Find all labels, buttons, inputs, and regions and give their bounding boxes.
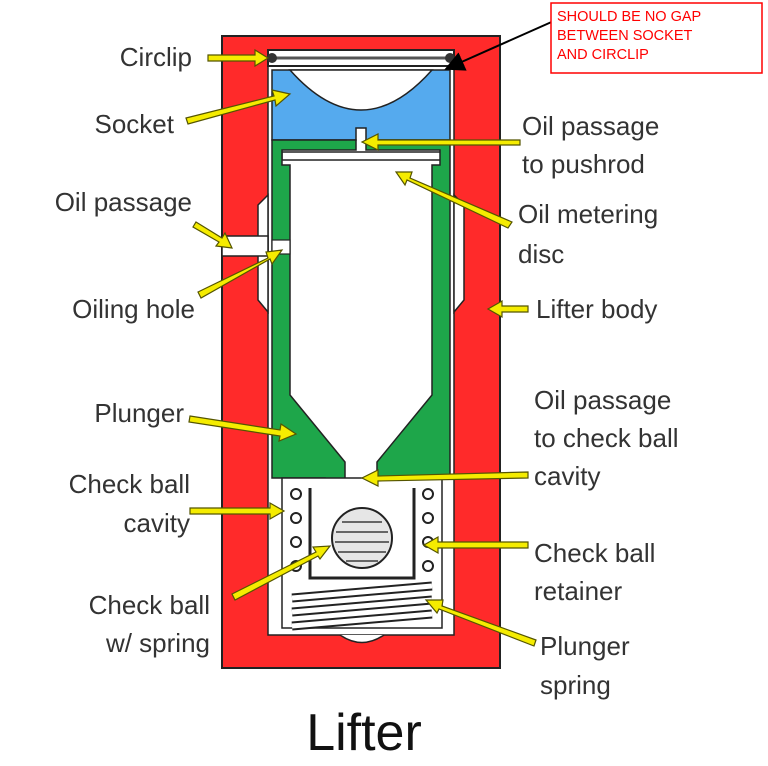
arrow-check-ball-cavity — [189, 501, 286, 521]
arrow-circlip — [207, 48, 270, 68]
arrow-lifter-body — [486, 299, 529, 319]
check-ball-retainer — [308, 488, 416, 580]
label-check-ball-spring-2: w/ spring — [105, 628, 210, 658]
label-plunger: Plunger — [94, 398, 184, 428]
label-oiling-hole: Oiling hole — [72, 294, 195, 324]
label-oil-metering-disc-2: disc — [518, 239, 564, 269]
label-check-ball-retainer-2: retainer — [534, 576, 622, 606]
note-box: SHOULD BE NO GAP BETWEEN SOCKET AND CIRC… — [550, 2, 763, 74]
note-line-2: BETWEEN SOCKET — [557, 28, 692, 44]
pointer-arrows — [185, 48, 537, 647]
label-check-ball-cavity-1: Check ball — [69, 469, 190, 499]
label-oil-passage: Oil passage — [55, 187, 192, 217]
label-oil-passage-check-ball-3: cavity — [534, 461, 600, 491]
arrow-socket — [185, 89, 292, 125]
arrow-oil-pushrod — [360, 133, 521, 151]
check-ball — [331, 507, 393, 569]
note-line-1: SHOULD BE NO GAP — [557, 9, 701, 25]
note-line-3: AND CIRCLIP — [557, 47, 649, 63]
label-check-ball-retainer-1: Check ball — [534, 538, 655, 568]
label-oil-passage-check-ball-2: to check ball — [534, 423, 679, 453]
label-socket: Socket — [95, 109, 175, 139]
socket — [271, 69, 451, 141]
oil-metering-disc — [281, 151, 443, 161]
arrow-check-ball-spring — [231, 545, 332, 601]
arrow-oiling-hole — [197, 249, 284, 299]
label-check-ball-spring-1: Check ball — [89, 590, 210, 620]
label-oil-passage-check-ball-1: Oil passage — [534, 385, 671, 415]
label-lifter-body: Lifter body — [536, 294, 657, 324]
arrow-plunger-spring — [424, 599, 537, 647]
arrow-oil-metering — [394, 171, 513, 229]
diagram-title: Lifter — [306, 704, 422, 762]
label-oil-passage-pushrod-1: Oil passage — [522, 111, 659, 141]
arrow-oil-passage — [192, 221, 234, 249]
arrow-plunger — [188, 415, 298, 442]
label-plunger-spring-2: spring — [540, 670, 611, 700]
arrow-check-ball-retainer — [422, 535, 529, 555]
label-oil-passage-pushrod-2: to pushrod — [522, 149, 645, 179]
label-plunger-spring-1: Plunger — [540, 631, 630, 661]
note-arrow — [444, 19, 557, 71]
circlip — [267, 49, 455, 67]
label-oil-metering-disc-1: Oil metering — [518, 199, 658, 229]
arrow-oil-check-ball — [360, 469, 529, 487]
label-circlip: Circlip — [120, 42, 192, 72]
plunger-spring — [291, 581, 433, 644]
label-check-ball-cavity-2: cavity — [124, 508, 190, 538]
